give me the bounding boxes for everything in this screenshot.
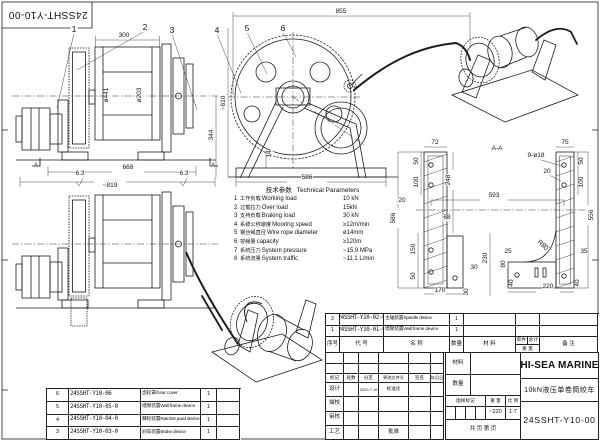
- rev-col-zone: 分区: [359, 374, 379, 383]
- role-process: 工艺: [326, 425, 344, 440]
- part-code: 24SSHT-Y10-05-0: [69, 401, 141, 415]
- part-no: 3: [47, 427, 69, 440]
- part-no: 5: [47, 401, 69, 415]
- title-block-middle: 材料 数量 图样标记 重 量 比 例 ~220 1:7 共 页 第 页: [445, 352, 521, 440]
- tech-params-title-cn: 技术参数: [265, 187, 292, 194]
- role-approve: 批准: [379, 425, 409, 440]
- part-name: 刹车装置Brake device: [141, 427, 201, 440]
- mark-boxes: [446, 407, 486, 419]
- rev-col-count: 处数: [344, 374, 359, 383]
- col-header-weight-unit: 单件: [516, 337, 528, 345]
- weight-value: ~220: [486, 407, 506, 419]
- front-view-bottom: [11, 191, 219, 309]
- col-header-code: 代 号: [340, 337, 384, 353]
- tech-params-title-en: Technical Parameters: [296, 187, 360, 194]
- part-qty: 1: [201, 414, 217, 428]
- design-date: 2020.7.10: [359, 383, 379, 398]
- part-code: 24SSHT-Y10-03-0: [69, 427, 141, 440]
- part-code: 24SSHT-Y10-02-0: [340, 314, 384, 326]
- corner-drawing-number: 24SSHT-Y10-00: [8, 9, 88, 21]
- part-name: 主轴装置Spindle device: [384, 314, 450, 326]
- iso-view-top: [450, 26, 579, 123]
- rev-col-mark: 标记: [326, 374, 344, 383]
- scale-label: 比 例: [506, 396, 521, 406]
- part-name: 棘轮装置Ratchet pawl device: [141, 414, 201, 428]
- role-trace: 描校: [326, 397, 344, 412]
- tech-params-title: 技术参数 Technical Parameters: [234, 186, 391, 195]
- col-header-name: 名 称: [384, 337, 450, 353]
- material-value: [471, 353, 521, 374]
- part-code: 24SSHT-Y10-06: [69, 389, 141, 402]
- role-design: 设计: [326, 383, 344, 398]
- rev-col-date: 年月日: [431, 374, 444, 383]
- col-header-qty: 数量: [450, 337, 464, 353]
- front-view-bottom-extras: [70, 251, 239, 345]
- col-header-remark: 备 注: [540, 337, 598, 353]
- parts-list-left: 6 24SSHT-Y10-06 齿轮罩Gear cover 1 5 24SSHT…: [46, 388, 241, 440]
- pages-label: 共 页 第 页: [446, 420, 521, 440]
- part-qty: 1: [201, 427, 217, 440]
- col-header-weight-total: 总计: [527, 337, 539, 345]
- side-view: [228, 32, 471, 179]
- col-header-no: 序号: [326, 337, 340, 353]
- part-no: 4: [47, 414, 69, 428]
- product-name: 10kN液压单卷筒绞车: [521, 379, 599, 402]
- part-no: 1: [326, 325, 340, 337]
- part-code: 24SSHT-Y10-04-0: [69, 414, 141, 428]
- role-standardization: 标准化: [379, 383, 409, 398]
- quantity-value: [471, 374, 521, 395]
- company-name: HI-SEA MARINE: [521, 353, 599, 379]
- part-qty: 1: [201, 401, 217, 415]
- part-qty: 1: [450, 314, 464, 326]
- col-header-weight: 单件 总计 重 量: [516, 337, 540, 353]
- role-check: 审核: [326, 411, 344, 426]
- part-no: 2: [326, 314, 340, 326]
- scale-value: 1:7: [506, 407, 521, 419]
- quantity-label: 数量: [446, 374, 471, 395]
- rev-col-docno: 更改文件号: [379, 374, 409, 383]
- part-no: 6: [47, 389, 69, 402]
- front-view: [12, 43, 218, 161]
- iso-view-bottom: [201, 295, 323, 383]
- part-code: 24SSHT-Y10-01-0: [340, 325, 384, 337]
- part-name: 墙架装置Wall frame device: [384, 325, 450, 337]
- drawing-number: 24SSHT-Y10-00: [521, 402, 599, 440]
- rev-col-sign: 签名: [409, 374, 431, 383]
- leader-lines: [56, 30, 297, 111]
- col-header-material: 材 料: [464, 337, 516, 353]
- mark-label: 图样标记: [446, 396, 486, 406]
- weight-label: 重 量: [486, 396, 506, 406]
- part-name: 墙架装置Wall frame device: [141, 401, 201, 415]
- title-block-revision: 标记 处数 分区 更改文件号 签名 年月日 设计 2020.7.10 标准化 描…: [325, 352, 446, 440]
- material-label: 材料: [446, 353, 471, 374]
- title-block-right: HI-SEA MARINE 10kN液压单卷筒绞车 24SSHT-Y10-00: [520, 352, 599, 440]
- col-header-weight-label: 重 量: [522, 346, 533, 352]
- part-name: 齿轮罩Gear cover: [141, 389, 201, 402]
- part-qty: 1: [201, 389, 217, 402]
- part-qty: 1: [450, 325, 464, 337]
- section-view-aa: [416, 151, 586, 289]
- parts-list-right: 2 24SSHT-Y10-02-0 主轴装置Spindle device 1 1…: [325, 313, 599, 353]
